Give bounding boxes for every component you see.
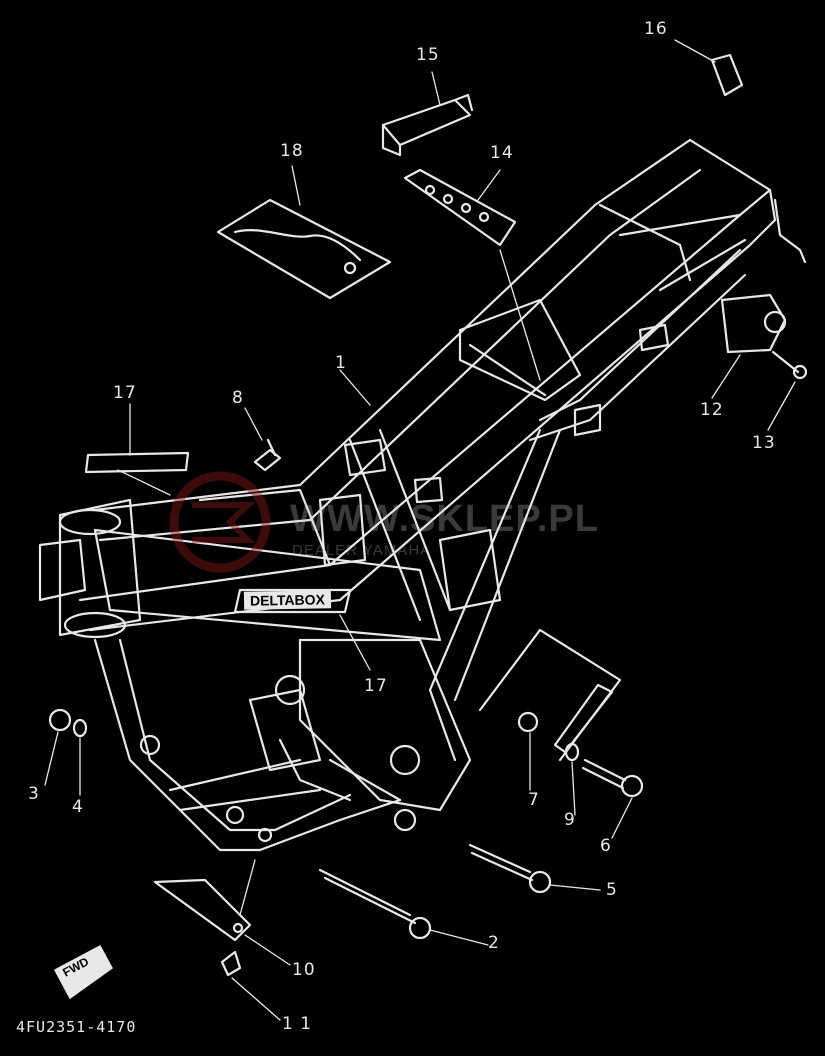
diagram-code: 4FU2351-4170 bbox=[16, 1018, 137, 1036]
callout-7: 7 bbox=[528, 790, 540, 810]
fwd-arrow-tag bbox=[53, 944, 113, 1000]
callout-17-top: 17 bbox=[113, 383, 137, 403]
part-2-bolt bbox=[318, 868, 432, 940]
part-18-plate bbox=[216, 198, 392, 300]
callout-12: 12 bbox=[700, 400, 724, 420]
part-10-bracket bbox=[153, 878, 252, 942]
callout-4: 4 bbox=[72, 797, 84, 817]
main-frame bbox=[38, 138, 777, 852]
part-14-plate bbox=[403, 168, 517, 247]
part-9-link bbox=[553, 683, 614, 762]
callout-8: 8 bbox=[232, 388, 244, 408]
frame-decal-text: DELTABOX bbox=[243, 590, 332, 610]
part-15-bracket bbox=[381, 93, 474, 157]
part-3-nut bbox=[48, 708, 72, 732]
callout-17-frame: 17 bbox=[364, 676, 388, 696]
callout-1: 1 bbox=[335, 353, 347, 373]
leader-lines bbox=[44, 39, 796, 1021]
callout-14: 14 bbox=[490, 143, 514, 163]
part-17-decal bbox=[84, 451, 190, 474]
part-4-washer bbox=[72, 718, 88, 738]
callout-15: 15 bbox=[416, 45, 440, 65]
mount-outline bbox=[478, 628, 622, 762]
part-6-bolt bbox=[581, 758, 644, 798]
part-16-bracket bbox=[710, 53, 807, 264]
callout-3: 3 bbox=[28, 784, 40, 804]
callout-10: 10 bbox=[292, 960, 316, 980]
callout-16: 16 bbox=[644, 19, 668, 39]
callout-9: 9 bbox=[564, 810, 576, 830]
part-7-nut bbox=[517, 711, 539, 733]
callout-2: 2 bbox=[488, 933, 500, 953]
part-5-bolt bbox=[468, 843, 552, 894]
callout-18: 18 bbox=[280, 141, 304, 161]
callout-11: 1 1 bbox=[282, 1014, 313, 1034]
watermark-logo bbox=[169, 471, 271, 573]
watermark-subtitle: DEALER YAMAHA bbox=[292, 542, 432, 559]
watermark-title: WWW.SKLEP.PL bbox=[290, 498, 599, 540]
callout-5: 5 bbox=[606, 880, 618, 900]
part-8-bolt bbox=[253, 438, 282, 472]
part-11-bolt bbox=[220, 950, 242, 977]
part-12-damper bbox=[720, 293, 787, 354]
callout-6: 6 bbox=[600, 836, 612, 856]
part-13-bolt bbox=[771, 350, 808, 380]
callout-13: 13 bbox=[752, 433, 776, 453]
